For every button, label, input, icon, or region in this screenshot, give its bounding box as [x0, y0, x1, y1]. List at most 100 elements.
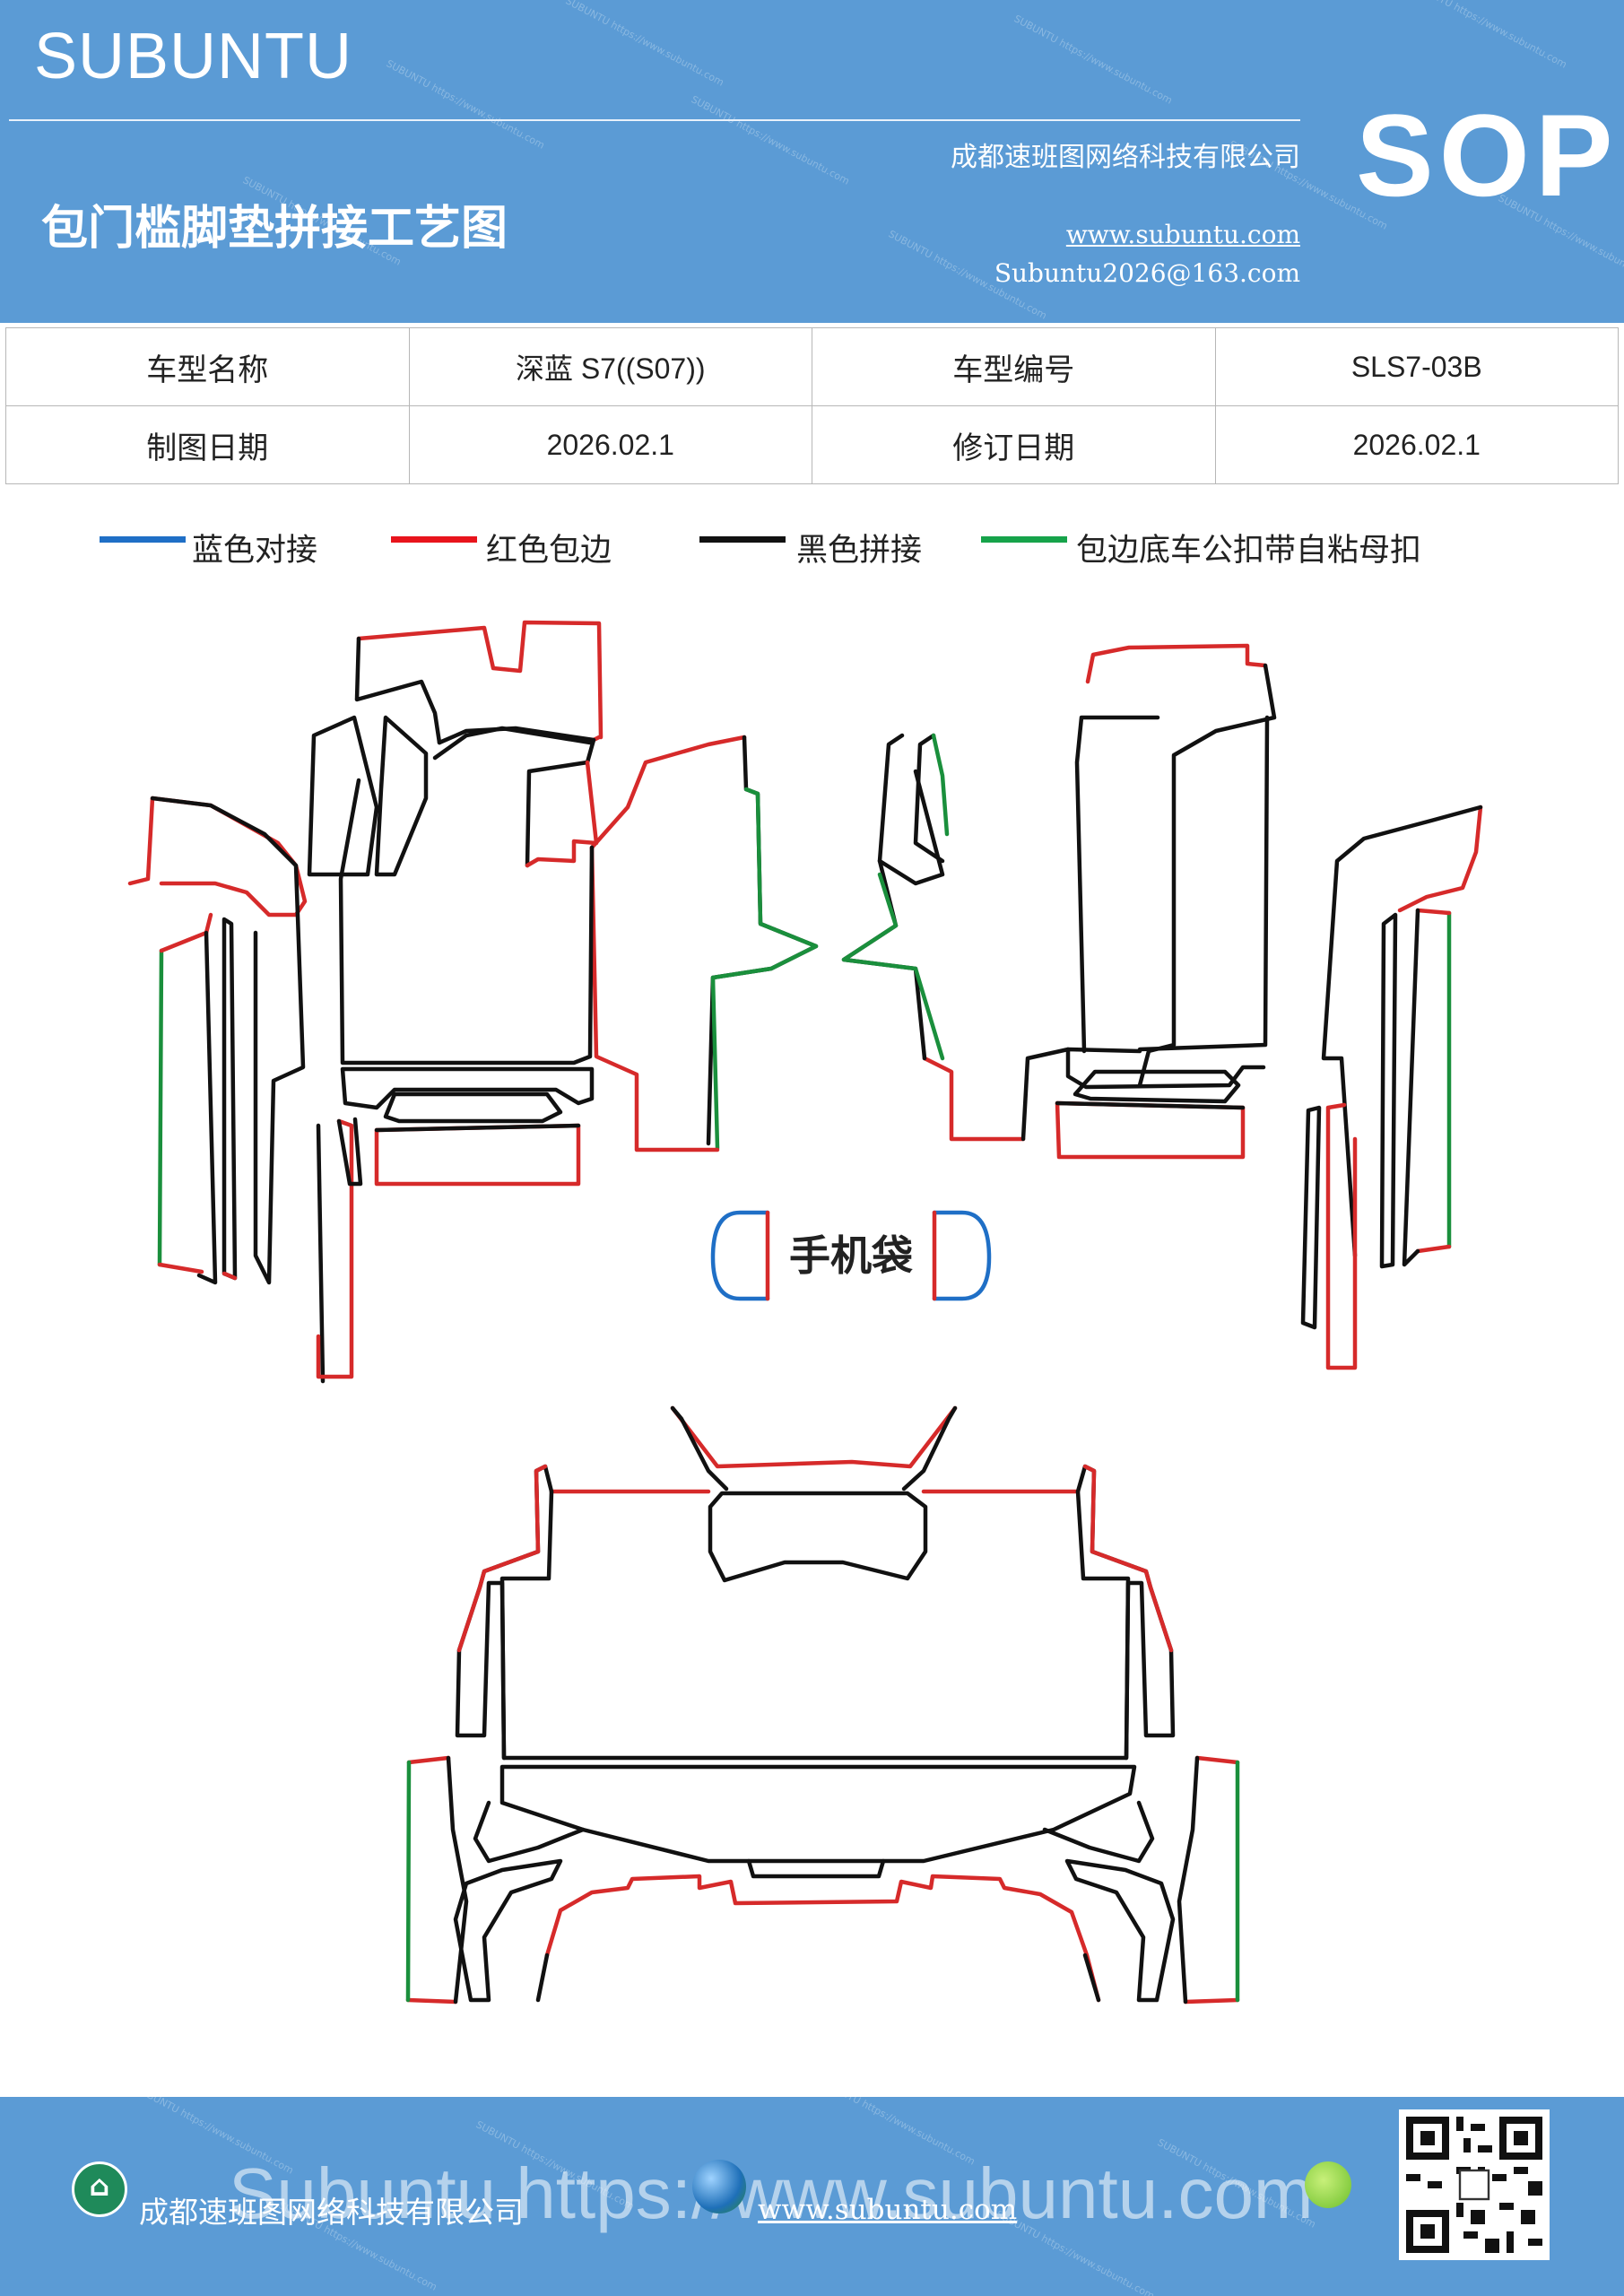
company-name: 成都速班图网络科技有限公司 [951, 142, 1300, 173]
label-model-name: 车型名称 [5, 327, 410, 406]
legend-red-swatch [391, 536, 477, 543]
rear-footwell-edge [535, 1952, 1101, 2003]
footer-website-link[interactable]: www.subuntu.com [758, 2194, 1018, 2226]
legend-blue-swatch [100, 536, 186, 543]
wheel-arch-edge [1415, 908, 1452, 1254]
rear-corner-panel [1064, 1858, 1176, 2003]
mat-edge [1137, 715, 1270, 1052]
legend-blue-label: 蓝色对接 [192, 533, 318, 569]
mat-edge [432, 726, 593, 761]
label-revision-date: 修订日期 [812, 405, 1216, 484]
contact-email[interactable]: Subuntu2026@163.com [994, 258, 1300, 288]
mat-edge [1074, 715, 1160, 1054]
wheel-arch-edge [1402, 908, 1420, 1267]
rear-wheel-arch-edge [1183, 1755, 1240, 2005]
legend-green-label: 包边底车公扣带自粘母扣 [1076, 533, 1422, 569]
mat-edge [1055, 1100, 1246, 1110]
mat-edge [437, 726, 596, 868]
table-row: 车型名称 深蓝 S7((S07)) 车型编号 SLS7-03B [5, 327, 1619, 406]
legend-red-label: 红色包边 [486, 533, 612, 569]
sill-strip-edge [316, 1118, 354, 1379]
company-building-icon [72, 2161, 127, 2217]
legend-black-swatch [699, 536, 786, 543]
rear-sill-panel [746, 1858, 886, 1879]
wheel-arch-edge-green [157, 948, 164, 1267]
page-footer: SUBUNTU https://www.subuntu.com SUBUNTU … [0, 2097, 1624, 2296]
mat-edge [338, 778, 595, 1065]
wheel-arch-strip [221, 917, 238, 1281]
phone-pocket-label: 手机袋 [789, 1231, 913, 1280]
mat-edge [589, 845, 720, 1152]
footer-company-name: 成都速班图网络科技有限公司 [139, 2195, 524, 2230]
seat-panel [374, 715, 429, 877]
sill-panel [1073, 1069, 1241, 1104]
wheel-arch-edge [1397, 804, 1483, 913]
sill-panel [383, 1091, 563, 1124]
front-right-mat-group [841, 643, 1483, 1370]
front-left-mat-group [127, 620, 819, 1384]
phone-pocket-right-edge [932, 1210, 992, 1301]
seat-panel [913, 733, 945, 864]
rear-tunnel-edge [670, 1405, 958, 1492]
floor-mat-splicing-diagram: 手机袋 [127, 620, 1483, 2005]
mat-edge-green [710, 787, 819, 1151]
mat-edge [525, 760, 599, 868]
mat-edge-green [841, 872, 945, 1061]
rear-wheel-arch-edge [446, 1755, 469, 2005]
mat-edge [1137, 663, 1277, 1088]
wheel-arch-edge [127, 796, 308, 918]
wechat-icon [1305, 2161, 1351, 2208]
mat-edge [841, 858, 1071, 1142]
wheel-arch-edge [157, 912, 213, 1274]
label-drawing-date: 制图日期 [5, 405, 410, 484]
value-model-code: SLS7-03B [1214, 327, 1619, 406]
seat-panel [877, 733, 945, 886]
rear-mat-group [405, 1405, 1240, 2005]
page-header: SUBUNTU https://www.subuntu.com SUBUNTU … [0, 0, 1624, 323]
rear-side-edge [456, 1464, 548, 1653]
rear-seat-outline [499, 1489, 1131, 1761]
mat-edge [374, 1123, 581, 1133]
sill-strip-edge [336, 1117, 363, 1187]
building-icon: ⌂ [89, 2169, 110, 2203]
mat-edge [354, 636, 442, 745]
rear-tunnel-panel [708, 1491, 928, 1583]
wheel-arch-edge [196, 930, 218, 1285]
rear-corner-panel [453, 1858, 563, 2003]
rear-wheel-arch-edge [405, 1755, 458, 2005]
mat-edge [922, 1056, 1026, 1142]
value-revision-date: 2026.02.1 [1214, 405, 1619, 484]
brand-logo-text: SUBUNTU [34, 21, 353, 92]
sill-strip-edge [1300, 1105, 1322, 1330]
wheel-arch-strip [1379, 912, 1398, 1269]
wheel-arch-edge [1321, 804, 1483, 1258]
sop-badge: SOP [1356, 90, 1619, 221]
rear-wheel-arch-edge-green [405, 1760, 412, 2003]
wheel-arch-edge [221, 1271, 238, 1281]
sill-strip-edge [1325, 1102, 1358, 1370]
sill-panel [340, 1066, 595, 1110]
sill-strip [1055, 1100, 1246, 1160]
rear-sill-panel [499, 1764, 1137, 1864]
document-title: 包门槛脚垫拼接工艺图 [41, 201, 508, 256]
sill-strip-edge [316, 1123, 326, 1384]
rear-footwell-edge [544, 1874, 1101, 2003]
vehicle-info-table: 车型名称 深蓝 S7((S07)) 车型编号 SLS7-03B 制图日期 202… [5, 327, 1619, 484]
value-drawing-date: 2026.02.1 [408, 405, 812, 484]
globe-icon [692, 2160, 746, 2213]
seat-panel-green [931, 733, 950, 837]
qr-code-image [1399, 2109, 1550, 2260]
sill-strip [374, 1123, 581, 1187]
rear-side-edge [1082, 1464, 1174, 1653]
mat-edge [356, 620, 604, 740]
value-model-name: 深蓝 S7((S07)) [408, 327, 812, 406]
label-model-code: 车型编号 [812, 327, 1216, 406]
website-link[interactable]: www.subuntu.com [1065, 220, 1300, 249]
rear-corner-panel [1042, 1800, 1155, 1864]
table-row: 制图日期 2026.02.1 修订日期 2026.02.1 [5, 405, 1619, 484]
legend-black-label: 黑色拼接 [796, 533, 923, 569]
mat-edge [1085, 643, 1268, 684]
legend-green-swatch [981, 536, 1067, 543]
rear-wheel-arch-edge [1177, 1755, 1200, 2005]
mat-edge [589, 735, 747, 850]
